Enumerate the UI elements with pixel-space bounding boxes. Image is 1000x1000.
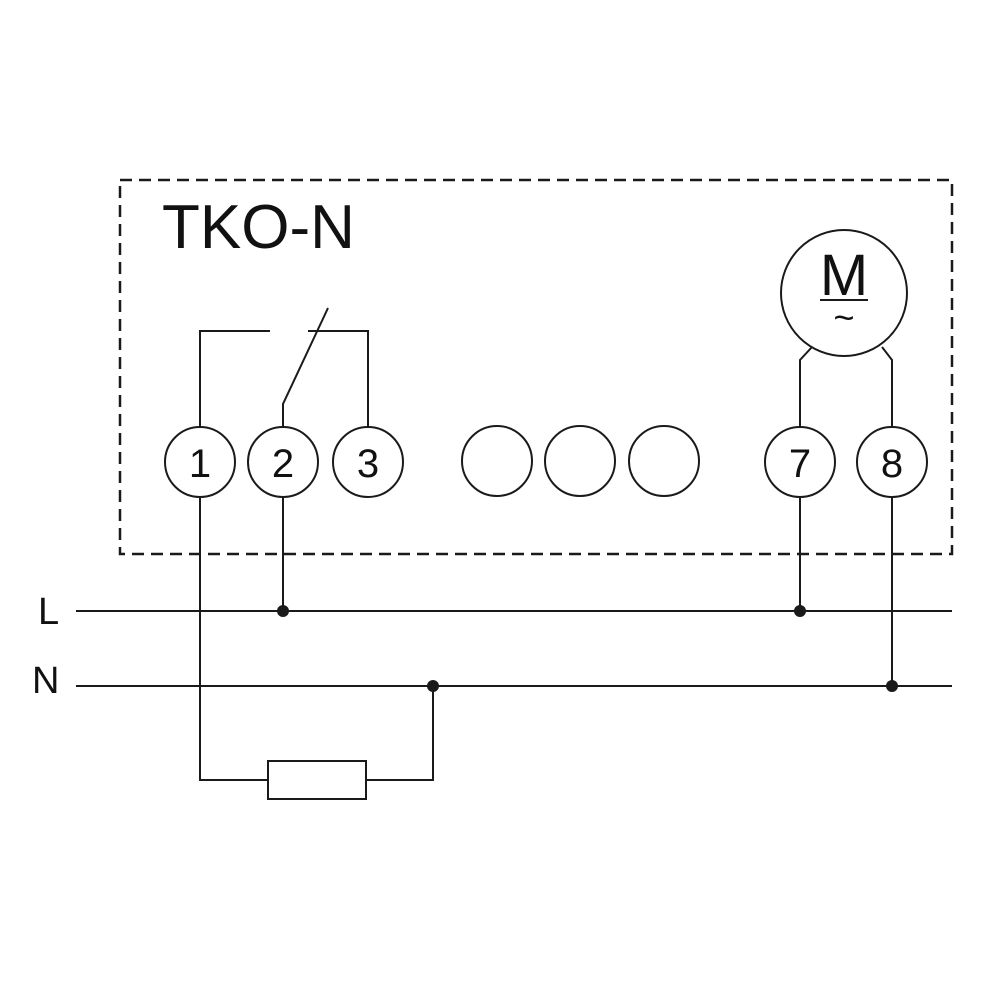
switch-blade — [282, 307, 329, 433]
terminal-1 — [164, 426, 236, 498]
terminal-5 — [544, 425, 616, 497]
resistor-load-icon — [267, 760, 367, 800]
relay-contact-icon — [199, 307, 369, 433]
terminal-label: 8 — [881, 442, 903, 486]
device-title: TKO-N — [162, 193, 355, 262]
terminal-7 — [764, 426, 836, 498]
terminal-block: 1 2 3 7 8 — [164, 425, 928, 498]
junction-dot — [794, 605, 806, 617]
terminal-label: 2 — [272, 442, 294, 486]
terminal-4 — [461, 425, 533, 497]
terminal-label: 1 — [189, 442, 211, 486]
ac-motor-icon: M ~ — [780, 229, 908, 433]
terminal-8 — [856, 426, 928, 498]
motor-ac-symbol: ~ — [833, 297, 854, 338]
wire-terminal1-to-contact — [199, 330, 270, 433]
terminal-2 — [247, 426, 319, 498]
terminal-6 — [628, 425, 700, 497]
junction-dot — [886, 680, 898, 692]
wire-motor-to-terminal7 — [799, 346, 813, 433]
terminal-3 — [332, 426, 404, 498]
motor-circle — [780, 229, 908, 357]
wire-motor-to-terminal8 — [881, 346, 893, 433]
terminal-label: 7 — [789, 442, 811, 486]
external-wiring: L N — [32, 496, 952, 800]
junction-dot — [427, 680, 439, 692]
wire-load-to-N — [366, 686, 434, 781]
line-label: L — [38, 591, 59, 633]
device-enclosure — [118, 178, 954, 556]
wire-contact-to-terminal3 — [308, 330, 369, 433]
wire-terminal1-to-load — [199, 496, 268, 781]
neutral-label: N — [32, 660, 59, 702]
terminal-label: 3 — [357, 442, 379, 486]
junction-dot — [277, 605, 289, 617]
motor-label: M — [820, 243, 868, 308]
